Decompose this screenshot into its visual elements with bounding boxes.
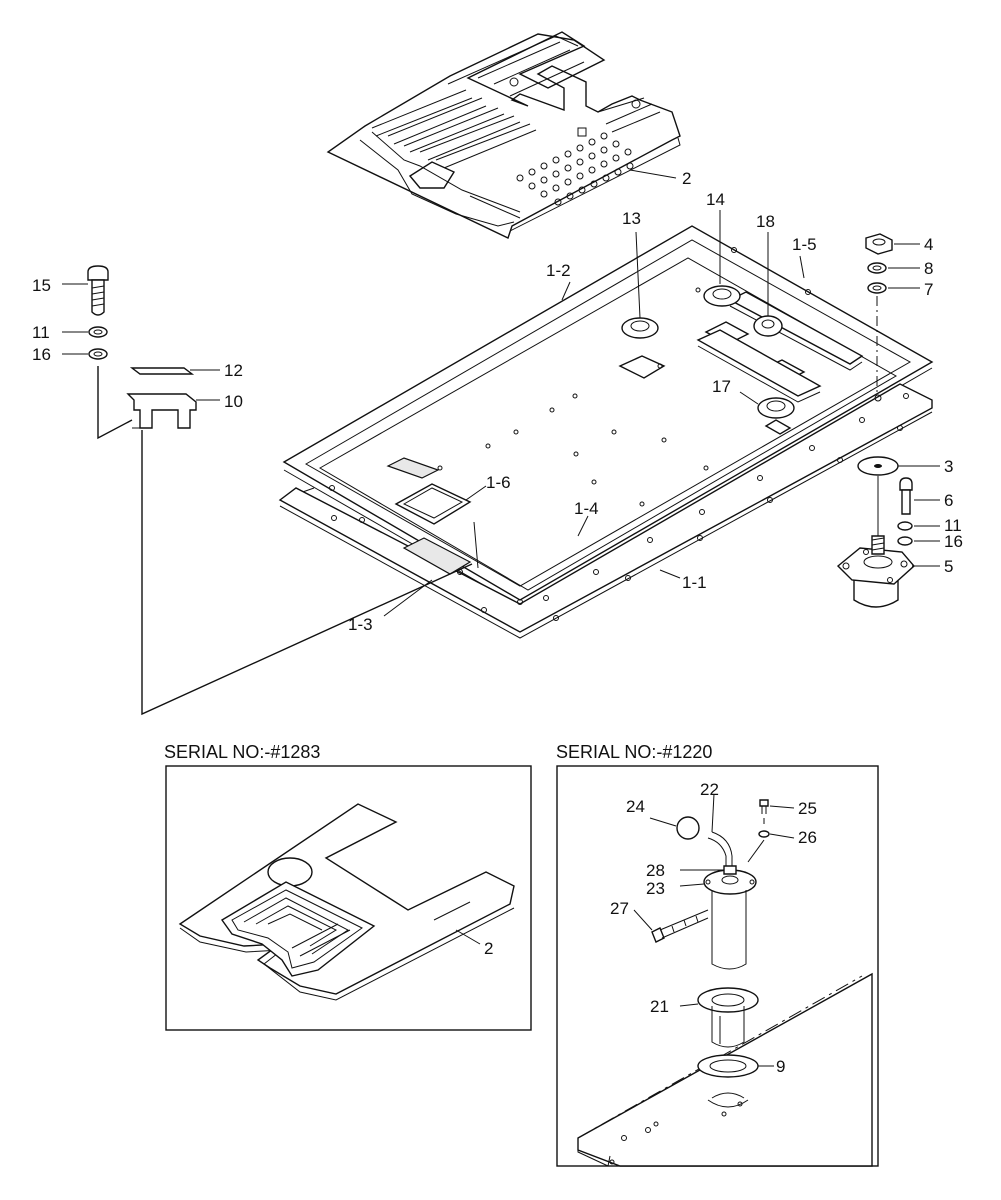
label-23: 23 <box>646 879 665 898</box>
label-21: 21 <box>650 997 669 1016</box>
inset-leader-lines <box>633 805 795 1067</box>
label-1-5: 1-5 <box>792 235 817 254</box>
label-16-left: 16 <box>32 345 51 364</box>
label-2-inset: 2 <box>484 939 493 958</box>
label-1-2: 1-2 <box>546 261 571 280</box>
right-panel-header: SERIAL NO:-#1220 <box>556 742 712 762</box>
label-27: 27 <box>610 899 629 918</box>
label-1-6: 1-6 <box>486 473 511 492</box>
left-hardware <box>87 265 473 716</box>
inset-panel-right <box>556 765 879 1167</box>
label-5: 5 <box>944 557 953 576</box>
label-8: 8 <box>924 259 933 278</box>
mat-holes <box>509 77 641 206</box>
label-6: 6 <box>944 491 953 510</box>
label-22: 22 <box>700 780 719 799</box>
label-1-1: 1-1 <box>682 573 707 592</box>
floor-mat-top <box>326 31 681 239</box>
label-11-left: 11 <box>32 323 50 342</box>
label-11-right: 11 <box>944 516 962 535</box>
inset-panel-left <box>165 765 532 1031</box>
frame-interior <box>386 285 864 575</box>
label-26: 26 <box>798 828 817 847</box>
label-16-right: 16 <box>944 532 963 551</box>
label-4: 4 <box>924 235 933 254</box>
label-14: 14 <box>706 190 725 209</box>
label-1-3: 1-3 <box>348 615 373 634</box>
label-10: 10 <box>224 392 243 411</box>
label-9: 9 <box>776 1057 785 1076</box>
label-18: 18 <box>756 212 775 231</box>
label-24: 24 <box>626 797 645 816</box>
leader-lines <box>62 169 940 617</box>
label-13: 13 <box>622 209 641 228</box>
left-panel-header: SERIAL NO:-#1283 <box>164 742 320 762</box>
label-12: 12 <box>224 361 243 380</box>
right-hardware <box>836 233 915 608</box>
label-28: 28 <box>646 861 665 880</box>
label-2-top: 2 <box>682 169 691 188</box>
label-1-4: 1-4 <box>574 499 599 518</box>
label-17: 17 <box>712 377 731 396</box>
label-15: 15 <box>32 276 51 295</box>
label-25: 25 <box>798 799 817 818</box>
label-3: 3 <box>944 457 953 476</box>
label-7: 7 <box>924 280 933 299</box>
part-labels: 2 4 8 7 15 11 16 12 10 13 14 18 1-5 1-2 … <box>32 169 963 1076</box>
